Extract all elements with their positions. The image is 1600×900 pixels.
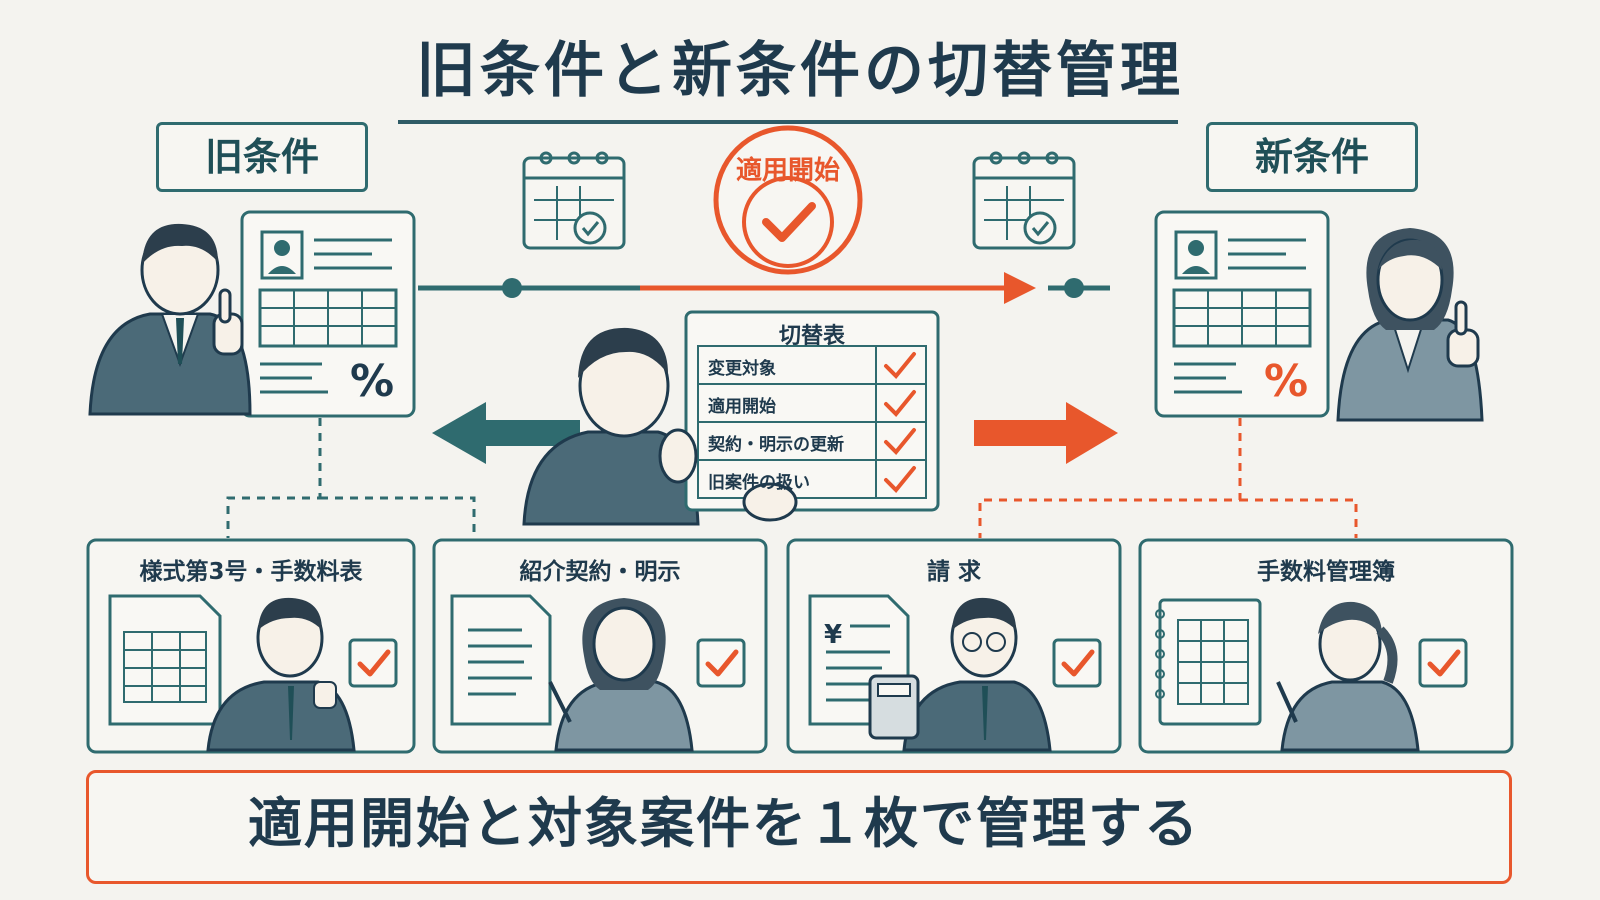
woman-writing-illustration bbox=[548, 598, 694, 752]
calendar-icon-left bbox=[522, 151, 626, 250]
old-condition-document bbox=[240, 210, 416, 418]
old-condition-label: 旧条件 bbox=[156, 122, 368, 192]
ledger-notebook-icon bbox=[1155, 598, 1262, 726]
woman-writing-illustration-2 bbox=[1276, 601, 1420, 752]
timeline-dot-new bbox=[1064, 278, 1084, 298]
summary-text: 適用開始と対象案件を１枚で管理する bbox=[248, 792, 1200, 855]
card-title-4: 手数料管理簿 bbox=[1257, 559, 1395, 585]
switch-table-title: 切替表 bbox=[778, 324, 845, 349]
man-calculator-illustration bbox=[868, 597, 1052, 752]
woman-illustration-right bbox=[1336, 228, 1484, 422]
card-title-2: 紹介契約・明示 bbox=[519, 559, 681, 585]
page-title: 旧条件と新条件の切替管理 bbox=[416, 36, 1184, 106]
calendar-icon-right bbox=[972, 151, 1076, 250]
timeline-arrowhead bbox=[1004, 272, 1036, 304]
connectors-old bbox=[226, 418, 476, 538]
switch-table-row-3: 契約・明示の更新 bbox=[708, 435, 844, 455]
summary-banner bbox=[86, 770, 1512, 884]
center-person-illustration bbox=[522, 327, 700, 526]
hand-left bbox=[658, 428, 698, 484]
timeline-dot-old bbox=[502, 278, 522, 298]
checkbox-checked-icon bbox=[348, 638, 398, 688]
check-icon bbox=[762, 202, 816, 242]
document-icon bbox=[450, 594, 552, 726]
card-title-3: 請 求 bbox=[926, 559, 981, 585]
checkbox-checked-icon bbox=[1418, 638, 1468, 688]
start-stamp bbox=[713, 125, 863, 275]
man-thumbs-up-illustration bbox=[206, 597, 356, 752]
switch-table-row-2: 適用開始 bbox=[708, 397, 776, 417]
checkbox-checked-icon bbox=[1052, 638, 1102, 688]
card-title-1: 様式第3号・手数料表 bbox=[139, 559, 363, 585]
percent-symbol-old: % bbox=[350, 356, 395, 407]
connectors-new bbox=[978, 418, 1358, 538]
switch-table-row-1: 変更対象 bbox=[708, 359, 776, 379]
man-illustration-left bbox=[88, 223, 252, 416]
percent-symbol-new: % bbox=[1264, 356, 1309, 407]
new-condition-label: 新条件 bbox=[1206, 122, 1418, 192]
spreadsheet-icon bbox=[108, 594, 222, 726]
stamp-label: 適用開始 bbox=[735, 156, 840, 186]
switch-table bbox=[684, 310, 940, 512]
arrow-right-icon bbox=[974, 402, 1118, 464]
yen-symbol: ¥ bbox=[824, 620, 843, 650]
checkbox-checked-icon bbox=[696, 638, 746, 688]
hand-right bbox=[742, 482, 798, 522]
switch-table-row-4: 旧案件の扱い bbox=[708, 473, 810, 493]
new-condition-document bbox=[1154, 210, 1330, 418]
